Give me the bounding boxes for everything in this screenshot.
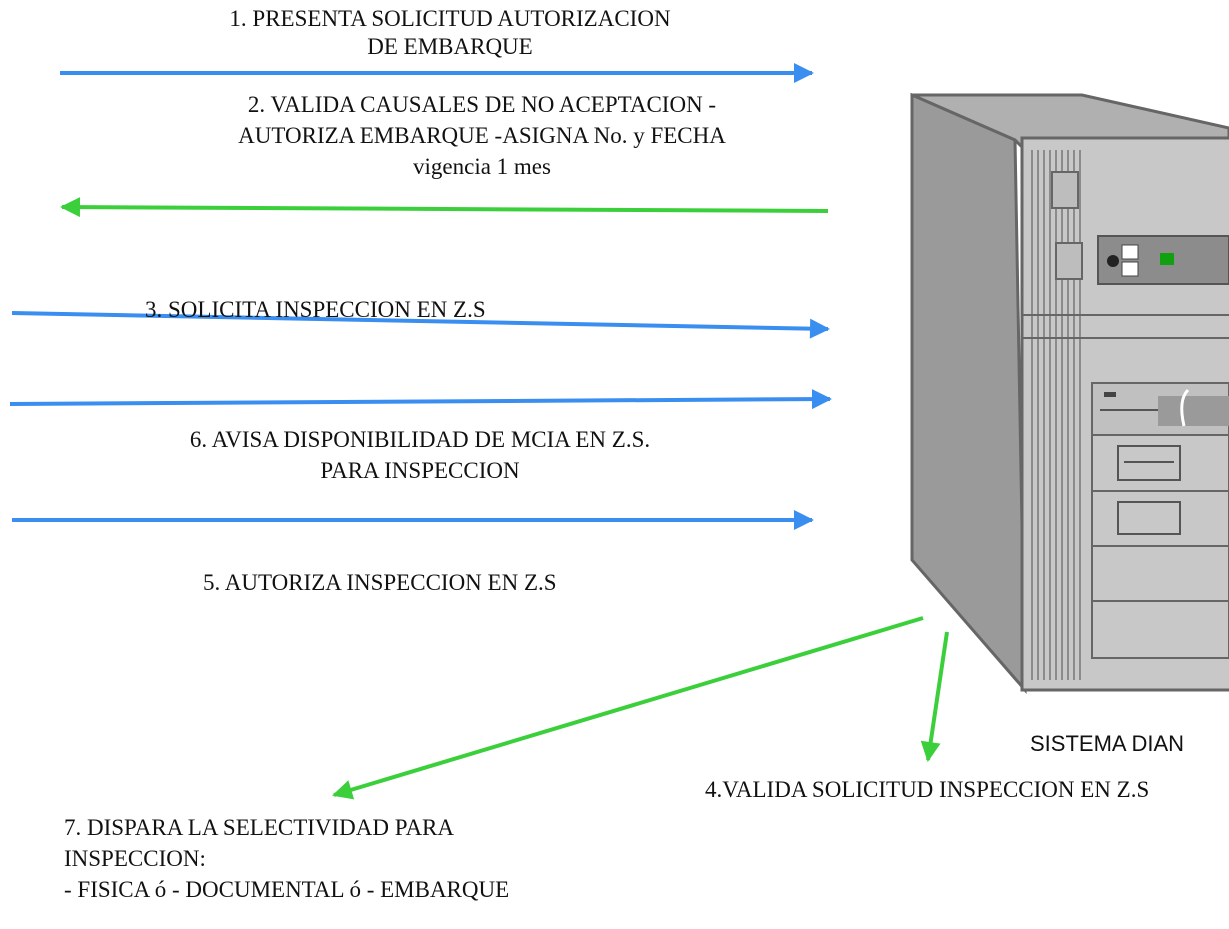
arrow-step7: [332, 616, 924, 800]
step4-label: 4.VALIDA SOLICITUD INSPECCION EN Z.S: [705, 777, 1150, 802]
step7-label: 7. DISPARA LA SELECTIVIDAD PARA INSPECCI…: [64, 815, 510, 902]
arrow-step4: [920, 631, 949, 762]
step6-label: 6. AVISA DISPONIBILIDAD DE MCIA EN Z.S. …: [189, 427, 651, 483]
step3-label: 3. SOLICITA INSPECCION EN Z.S: [145, 297, 486, 322]
step5-label: 5. AUTORIZA INSPECCION EN Z.S: [203, 570, 557, 595]
arrow-step2: [60, 197, 829, 218]
arrow-step6: [9, 389, 832, 410]
computer-tower-icon: [910, 92, 1229, 695]
arrow-step3: [11, 311, 830, 339]
system-label: SISTEMA DIAN: [1030, 731, 1185, 756]
step1-label: 1. PRESENTA SOLICITUD AUTORIZACION DE EM…: [229, 6, 671, 59]
step2-label: 2. VALIDA CAUSALES DE NO ACEPTACION - AU…: [238, 92, 726, 179]
